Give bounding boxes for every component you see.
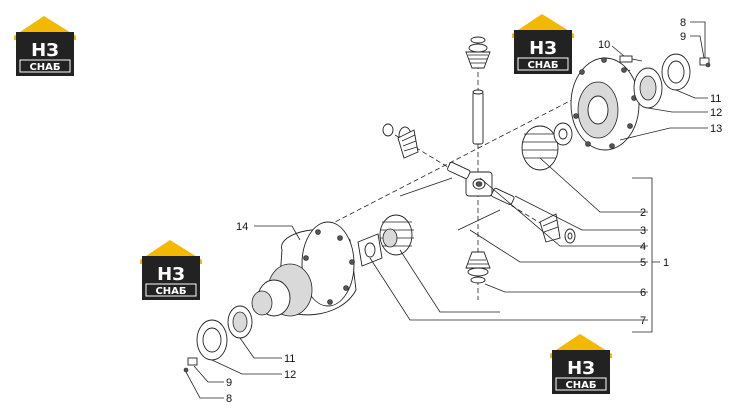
- nut-left: [196, 319, 228, 361]
- logo-top-center: НЗ СНАБ: [511, 13, 575, 75]
- callout-4: 4: [640, 241, 646, 253]
- callout-12-right: 12: [710, 107, 722, 119]
- callout-11-left: 11: [284, 353, 295, 365]
- nut-right: [661, 53, 691, 91]
- callout-3: 3: [640, 225, 646, 237]
- side-gear-left: [379, 214, 414, 256]
- logo-bottom-right: НЗ СНАБ: [549, 333, 613, 395]
- callout-13: 13: [710, 123, 722, 135]
- callout-7: 7: [640, 315, 646, 327]
- logo-letters: НЗ: [157, 264, 185, 285]
- spider-block: [399, 161, 515, 231]
- bolt-10: [619, 55, 643, 63]
- callout-labels: 1 2 3 4 5 6 7 8 9 10 11 12 13 14 11 12 9…: [226, 17, 722, 405]
- bearing-left: [227, 305, 253, 339]
- leader-lines: [185, 21, 708, 399]
- logo-caption: СНАБ: [29, 62, 60, 73]
- callout-12-left: 12: [284, 369, 296, 381]
- lock-plate-bottom: [183, 357, 198, 373]
- logo-caption: СНАБ: [565, 380, 596, 391]
- logo-letters: НЗ: [567, 358, 595, 379]
- callout-8-top: 8: [680, 17, 686, 29]
- logo-top-left: НЗ СНАБ: [13, 15, 77, 77]
- housing-left-half: [251, 221, 357, 317]
- callout-8-bottom: 8: [226, 393, 232, 405]
- callout-9-bottom: 9: [226, 377, 232, 389]
- callout-14: 14: [236, 221, 248, 233]
- callout-11-right: 11: [710, 93, 721, 105]
- thrust-washer: [357, 233, 383, 267]
- bearing-right: [633, 67, 663, 109]
- callout-2: 2: [640, 207, 646, 219]
- logo-letters: НЗ: [31, 40, 59, 61]
- cross-shaft-vertical: [472, 89, 484, 145]
- callout-9-top: 9: [680, 31, 686, 43]
- lock-plate-top: [699, 57, 711, 68]
- bottom-pinion-gear: [465, 251, 491, 284]
- housing-right-half: [570, 57, 640, 151]
- callout-6: 6: [640, 287, 646, 299]
- callout-1: 1: [663, 257, 669, 269]
- callout-10: 10: [598, 39, 610, 51]
- top-pinion-gear: [465, 36, 491, 69]
- side-gear-right: [521, 122, 573, 171]
- logo-caption: СНАБ: [155, 286, 186, 297]
- callout-5: 5: [640, 257, 646, 269]
- logo-caption: СНАБ: [527, 60, 558, 71]
- logo-middle-left: НЗ СНАБ: [139, 239, 203, 301]
- right-pinion-gear: [539, 213, 576, 244]
- left-pinion-gear: [382, 123, 419, 159]
- logo-letters: НЗ: [529, 38, 557, 59]
